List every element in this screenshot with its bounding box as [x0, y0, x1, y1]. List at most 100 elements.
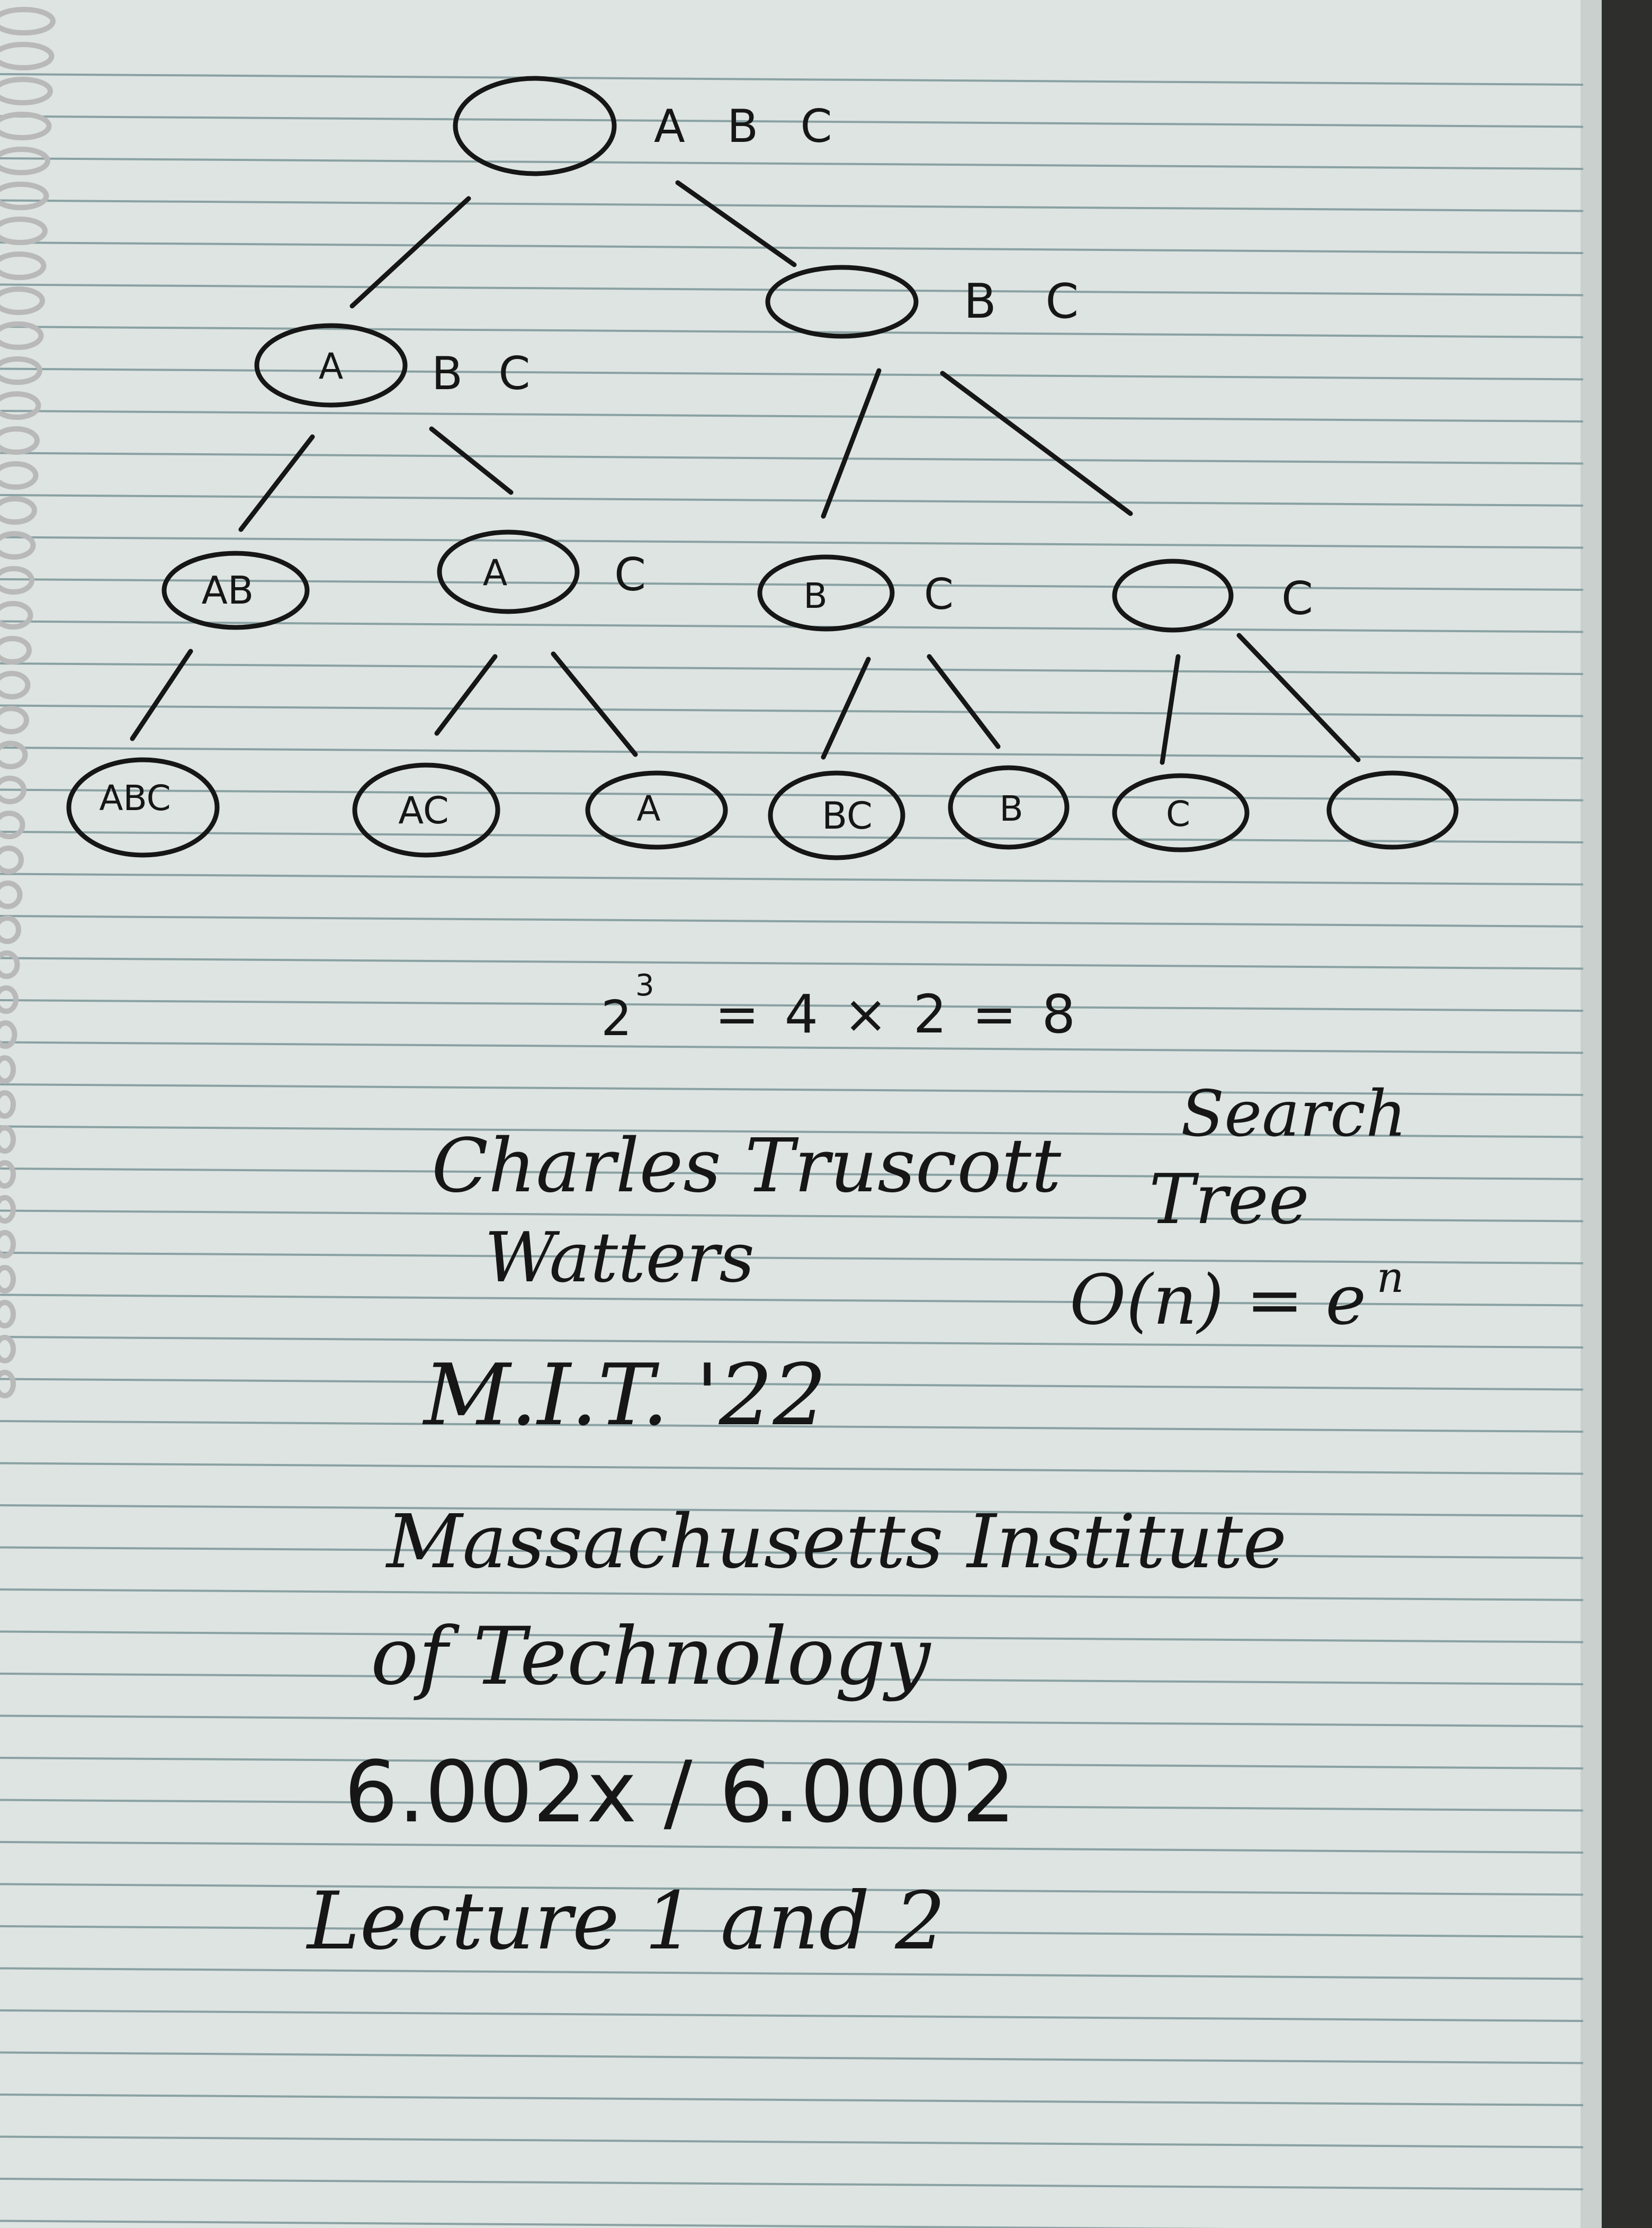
edge-b-left [821, 368, 882, 519]
ruled-line [0, 2009, 1584, 2022]
node-ab-label: AB [202, 568, 254, 613]
side-note-line1: Search [1181, 1077, 1407, 1151]
spiral-ring [0, 496, 37, 525]
node-empty-2-remaining: C [1281, 572, 1313, 625]
tree-node-a [254, 323, 408, 408]
spiral-ring [0, 706, 29, 734]
spiral-ring [0, 636, 32, 664]
ruled-line [0, 2094, 1584, 2106]
ruled-line [0, 1841, 1584, 1854]
ruled-line [0, 1083, 1584, 1096]
spiral-ring [0, 217, 48, 245]
ruled-line [0, 831, 1584, 843]
node-a-remaining: B C [432, 347, 541, 400]
ruled-line [0, 1588, 1584, 1601]
ruled-line [0, 2178, 1584, 2190]
spiral-ring [0, 461, 39, 490]
spiral-ring [0, 112, 52, 140]
ruled-line [0, 2220, 1227, 2228]
spiral-ring [0, 7, 56, 35]
edge-bc-left [821, 657, 871, 760]
spiral-ring [0, 601, 33, 630]
spiral-ring [0, 182, 49, 210]
ruled-line [0, 1252, 1584, 1264]
ruled-line [0, 73, 1584, 86]
tree-nodes: A B C A B C B C AB A C B C C ABC AC A BC… [66, 76, 1459, 860]
node-empty-1-remaining: B C [964, 274, 1096, 329]
spiral-ring [0, 1020, 17, 1049]
ruled-line [0, 915, 1584, 928]
spiral-ring [0, 1160, 16, 1189]
spiral-ring [0, 251, 47, 280]
spiral-ring [0, 566, 34, 595]
equation: 2 3 = 4 × 2 = 8 [601, 968, 1080, 1047]
page-edge [1581, 0, 1602, 2228]
ruled-line [0, 326, 1584, 338]
spiral-ring [0, 426, 40, 455]
node-b-label: B [803, 576, 827, 616]
leaf-node-b [948, 765, 1070, 850]
institute-line1: Massachusetts Institute [385, 1499, 1287, 1585]
tree-edges [130, 180, 1361, 765]
node-a-2-remaining: C [614, 549, 646, 601]
edge-a-right [429, 426, 514, 495]
equation-rest: = 4 × 2 = 8 [715, 983, 1080, 1045]
ruled-line [0, 662, 1584, 675]
edge-ac-right [551, 651, 638, 757]
spiral-ring [0, 1195, 16, 1224]
ruled-line [0, 578, 1584, 591]
spiral-ring [0, 671, 31, 699]
leaf-c-label: C [1166, 794, 1190, 834]
ruled-line [0, 241, 1584, 254]
leaf-bc-label: BC [822, 794, 873, 838]
edge-root-left [349, 196, 471, 309]
ruled-line [0, 1883, 1584, 1896]
tree-node-a-2 [437, 529, 580, 614]
edge-ac-left [434, 654, 498, 736]
root-remaining-label: A B C [654, 100, 846, 153]
spiral-ring [0, 881, 23, 909]
ruled-line [0, 1673, 1584, 1685]
ruled-line [0, 1757, 1584, 1769]
spiral-ring [0, 846, 24, 874]
ruled-line [0, 199, 1584, 212]
ruled-line [0, 367, 1584, 381]
leaf-node-bc [768, 770, 905, 860]
tree-node-root [453, 76, 617, 176]
edge-ab-down [130, 649, 193, 741]
leaf-b-label: B [999, 788, 1023, 829]
spiral-ring [0, 1055, 16, 1084]
name-line1: Charles Truscott [432, 1123, 1062, 1209]
ruled-line [0, 283, 1584, 297]
leaf-node-ac [352, 762, 500, 858]
spiral-ring [0, 985, 19, 1014]
spiral-ring [0, 1090, 16, 1119]
edge-a-left [238, 434, 315, 532]
leaf-node-abc [66, 757, 220, 858]
leaf-ac-label: AC [398, 789, 449, 832]
node-a-2-label: A [483, 552, 508, 594]
ruled-line [0, 1799, 1584, 1812]
spiral-ring [0, 321, 44, 350]
ruled-line [0, 157, 1584, 170]
ruled-line [0, 873, 1584, 886]
edge-root-right [675, 180, 797, 267]
ruled-line [0, 704, 1584, 717]
complexity-lhs: O(n) = e [1070, 1260, 1366, 1340]
tree-node-empty-2 [1112, 559, 1234, 633]
spiral-binding [0, 7, 56, 1398]
spiral-ring [0, 391, 41, 420]
spiral-ring [0, 741, 28, 769]
ruled-line [0, 2135, 1584, 2149]
spiral-ring [0, 1125, 16, 1154]
node-b-remaining: C [924, 570, 954, 619]
ruled-line [0, 747, 1584, 759]
spiral-ring [0, 77, 53, 105]
ruled-line [0, 957, 1584, 970]
ruled-line [0, 2051, 1584, 2064]
leaf-abc-label: ABC [99, 778, 170, 819]
tree-node-b [757, 554, 895, 632]
course-number: 6.002x / 6.0002 [344, 1742, 1016, 1841]
spiral-ring [0, 1230, 16, 1259]
ruled-line [0, 1714, 1584, 1728]
